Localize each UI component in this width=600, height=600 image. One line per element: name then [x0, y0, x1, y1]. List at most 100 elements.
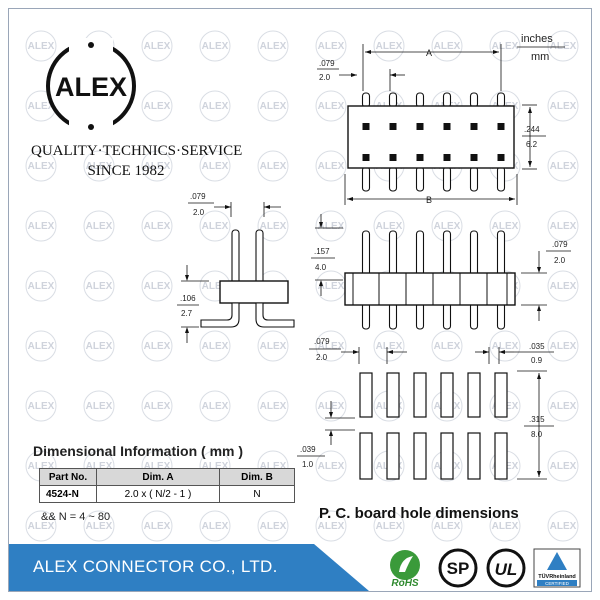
watermark-text: ALEX: [550, 521, 577, 532]
front-pin: [388, 230, 398, 278]
watermark-text: ALEX: [492, 221, 519, 232]
watermark-text: ALEX: [28, 221, 55, 232]
watermark-ring: [141, 90, 173, 122]
watermark-text: ALEX: [550, 341, 577, 352]
top-pin-square: [470, 123, 478, 130]
watermark-ring: [489, 330, 521, 362]
watermark-ring: [257, 90, 289, 122]
watermark-text: ALEX: [318, 521, 345, 532]
alex-logo: ALEX: [46, 38, 136, 134]
pcb-pad: [494, 372, 508, 418]
watermark-text: ALEX: [28, 161, 55, 172]
watermark-ring: [315, 390, 347, 422]
pcb-pad: [413, 372, 427, 418]
top-pin: [496, 92, 506, 108]
watermark-text: ALEX: [376, 41, 403, 52]
watermark-text: ALEX: [202, 101, 229, 112]
pcb-pad-width-mm: 0.9: [531, 356, 543, 365]
tuv-certified-label: CERTIFIED: [545, 581, 569, 586]
watermark-text: ALEX: [260, 101, 287, 112]
pcb-pad: [359, 372, 373, 418]
ul-label: UL: [495, 560, 518, 579]
front-pin-in: .157: [314, 247, 330, 256]
watermark-text: ALEX: [318, 341, 345, 352]
top-pin-tail: [442, 166, 452, 192]
pcb-pad: [467, 372, 481, 418]
watermark-ring: [373, 510, 405, 542]
watermark-text: ALEX: [260, 401, 287, 412]
watermark-text: ALEX: [550, 101, 577, 112]
front-pin: [469, 230, 479, 278]
units-mm: mm: [531, 51, 549, 63]
watermark-text: ALEX: [318, 221, 345, 232]
pcb-hole-drawing: .079 2.0 .035 0.9 .315 8.0 .039 1.0: [297, 337, 554, 480]
watermark-ring: [25, 30, 57, 62]
top-pin-square: [389, 154, 397, 161]
top-pin-tail: [388, 166, 398, 192]
top-pin-tail: [496, 166, 506, 192]
watermark-ring: [431, 330, 463, 362]
top-pin-square: [497, 123, 505, 130]
watermark-ring: [141, 150, 173, 182]
front-pin-tail: [361, 302, 371, 330]
pcb-pitch-in: .079: [314, 337, 330, 346]
top-pin-square: [389, 123, 397, 130]
watermark-ring: [315, 210, 347, 242]
table-header-dim-a: Dim. A: [96, 468, 220, 486]
watermark-ring: [547, 210, 579, 242]
watermark-ring: [257, 150, 289, 182]
watermark-ring: [257, 390, 289, 422]
watermark-ring: [199, 30, 231, 62]
watermark-text: ALEX: [318, 461, 345, 472]
watermark-ring: [547, 270, 579, 302]
watermark-ring: [257, 30, 289, 62]
top-pin-square: [416, 123, 424, 130]
watermark-ring: [373, 30, 405, 62]
watermark-text: ALEX: [86, 521, 113, 532]
watermark-ring: [25, 150, 57, 182]
pin-count-note: && N = 4 ~ 80: [41, 511, 111, 523]
watermark-ring: [315, 330, 347, 362]
watermark-text: ALEX: [144, 461, 171, 472]
watermark-ring: [547, 510, 579, 542]
top-height-mm: 6.2: [526, 140, 538, 149]
top-pin-square: [443, 154, 451, 161]
watermark-text: ALEX: [260, 41, 287, 52]
watermark-text: ALEX: [202, 221, 229, 232]
pcb-gap-in: .039: [300, 445, 316, 454]
dim-a-label: A: [426, 48, 432, 58]
watermark-ring: [547, 90, 579, 122]
front-pin: [496, 230, 506, 278]
watermark-text: ALEX: [202, 341, 229, 352]
tagline-line-2: SINCE 1982: [87, 163, 165, 179]
tagline-line-1: QUALITY·TECHNICS·SERVICE: [31, 143, 243, 159]
top-pin-tail: [415, 166, 425, 192]
watermark-text: ALEX: [260, 521, 287, 532]
watermark-text: ALEX: [28, 101, 55, 112]
front-pin: [415, 230, 425, 278]
watermark-ring: [315, 90, 347, 122]
watermark-ring: [141, 510, 173, 542]
watermark-text: ALEX: [86, 341, 113, 352]
front-body-in: .079: [552, 240, 568, 249]
tuv-label: TÜVRheinland: [538, 573, 576, 580]
watermark-ring: [547, 390, 579, 422]
watermark-ring: [25, 210, 57, 242]
top-pin-square: [416, 154, 424, 161]
watermark-text: ALEX: [86, 161, 113, 172]
watermark-text: ALEX: [550, 41, 577, 52]
watermark-text: ALEX: [318, 161, 345, 172]
front-pin: [361, 230, 371, 278]
top-pin: [469, 92, 479, 108]
watermark-ring: [315, 150, 347, 182]
watermark-text: ALEX: [376, 341, 403, 352]
front-pin: [442, 230, 452, 278]
watermark-text: ALEX: [28, 401, 55, 412]
pcb-pad: [386, 432, 400, 480]
watermark-text: ALEX: [434, 41, 461, 52]
watermark-text: ALEX: [144, 161, 171, 172]
side-pitch-in: .079: [190, 192, 206, 201]
watermark-ring: [25, 510, 57, 542]
pcb-pad: [440, 372, 454, 418]
watermark-text: ALEX: [144, 521, 171, 532]
